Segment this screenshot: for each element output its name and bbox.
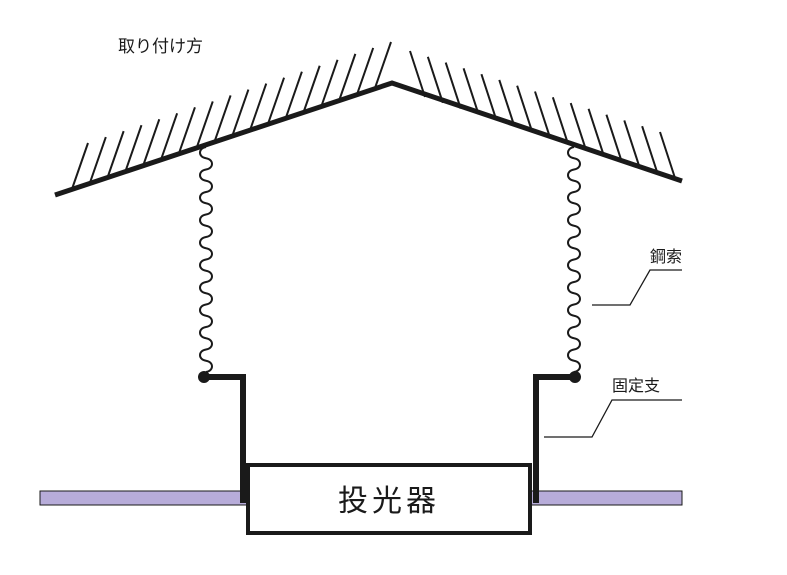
roof-hatch-mark <box>267 77 286 124</box>
roof-hatching-right <box>409 50 676 179</box>
roof-hatch-mark <box>88 136 107 184</box>
fixing-bracket-left <box>204 374 246 503</box>
roof-hatch-mark <box>338 53 357 101</box>
roof-hatch-mark <box>444 62 462 109</box>
leader-line-steel-wire <box>592 269 682 306</box>
roof-hatch-mark <box>659 131 676 179</box>
roof-hatch-mark <box>195 101 214 148</box>
roof-hatch-mark <box>177 107 196 154</box>
roof-hatch-mark <box>498 79 516 127</box>
roof-hatch-mark <box>249 83 268 130</box>
roof-hatching-left <box>71 41 392 190</box>
bracket-pin-right <box>569 371 581 383</box>
roof-hatch-mark <box>320 59 339 107</box>
roof-hatch-mark <box>480 73 498 121</box>
ceiling-panel-right <box>529 490 683 506</box>
steel-wire-left <box>199 146 213 373</box>
roof-hatch-mark <box>409 50 426 98</box>
roof-line <box>54 80 683 198</box>
floodlight-box <box>246 463 532 535</box>
roof-hatch-mark <box>71 142 89 190</box>
roof-hatch-mark <box>284 71 303 119</box>
floodlight-label: 投光器 <box>338 484 440 519</box>
roof-hatch-mark <box>569 102 587 150</box>
diagram-title: 取り付け方 <box>118 37 203 57</box>
bracket-label: 固定支 <box>612 376 660 395</box>
roof-hatch-mark <box>124 124 143 172</box>
roof-hatch-mark <box>623 120 641 167</box>
roof-hatch-mark <box>106 130 125 178</box>
roof-hatch-mark <box>213 95 232 142</box>
roof-hatch-mark <box>374 41 392 89</box>
steel-wire-right <box>567 146 581 373</box>
roof-hatch-mark <box>160 112 179 160</box>
ceiling-panel-left <box>39 490 248 506</box>
roof-hatch-mark <box>587 108 605 156</box>
bracket-pin-left <box>198 371 210 383</box>
roof-hatch-mark <box>534 91 551 138</box>
roof-hatch-mark <box>516 85 534 133</box>
roof-hatch-mark <box>426 56 444 104</box>
roof-hatch-mark <box>605 114 623 161</box>
roof-hatch-mark <box>142 118 161 166</box>
steel-wire-label: 鋼索 <box>650 247 682 266</box>
roof-hatch-mark <box>462 68 480 115</box>
leader-line-bracket <box>544 399 682 438</box>
roof-hatch-mark <box>551 96 569 144</box>
roof-hatch-mark <box>641 125 659 173</box>
roof-hatch-mark <box>302 65 321 113</box>
fixing-bracket-right <box>533 374 575 503</box>
roof-hatch-mark <box>356 47 375 95</box>
roof-structure <box>54 41 683 198</box>
roof-hatch-mark <box>231 89 250 136</box>
